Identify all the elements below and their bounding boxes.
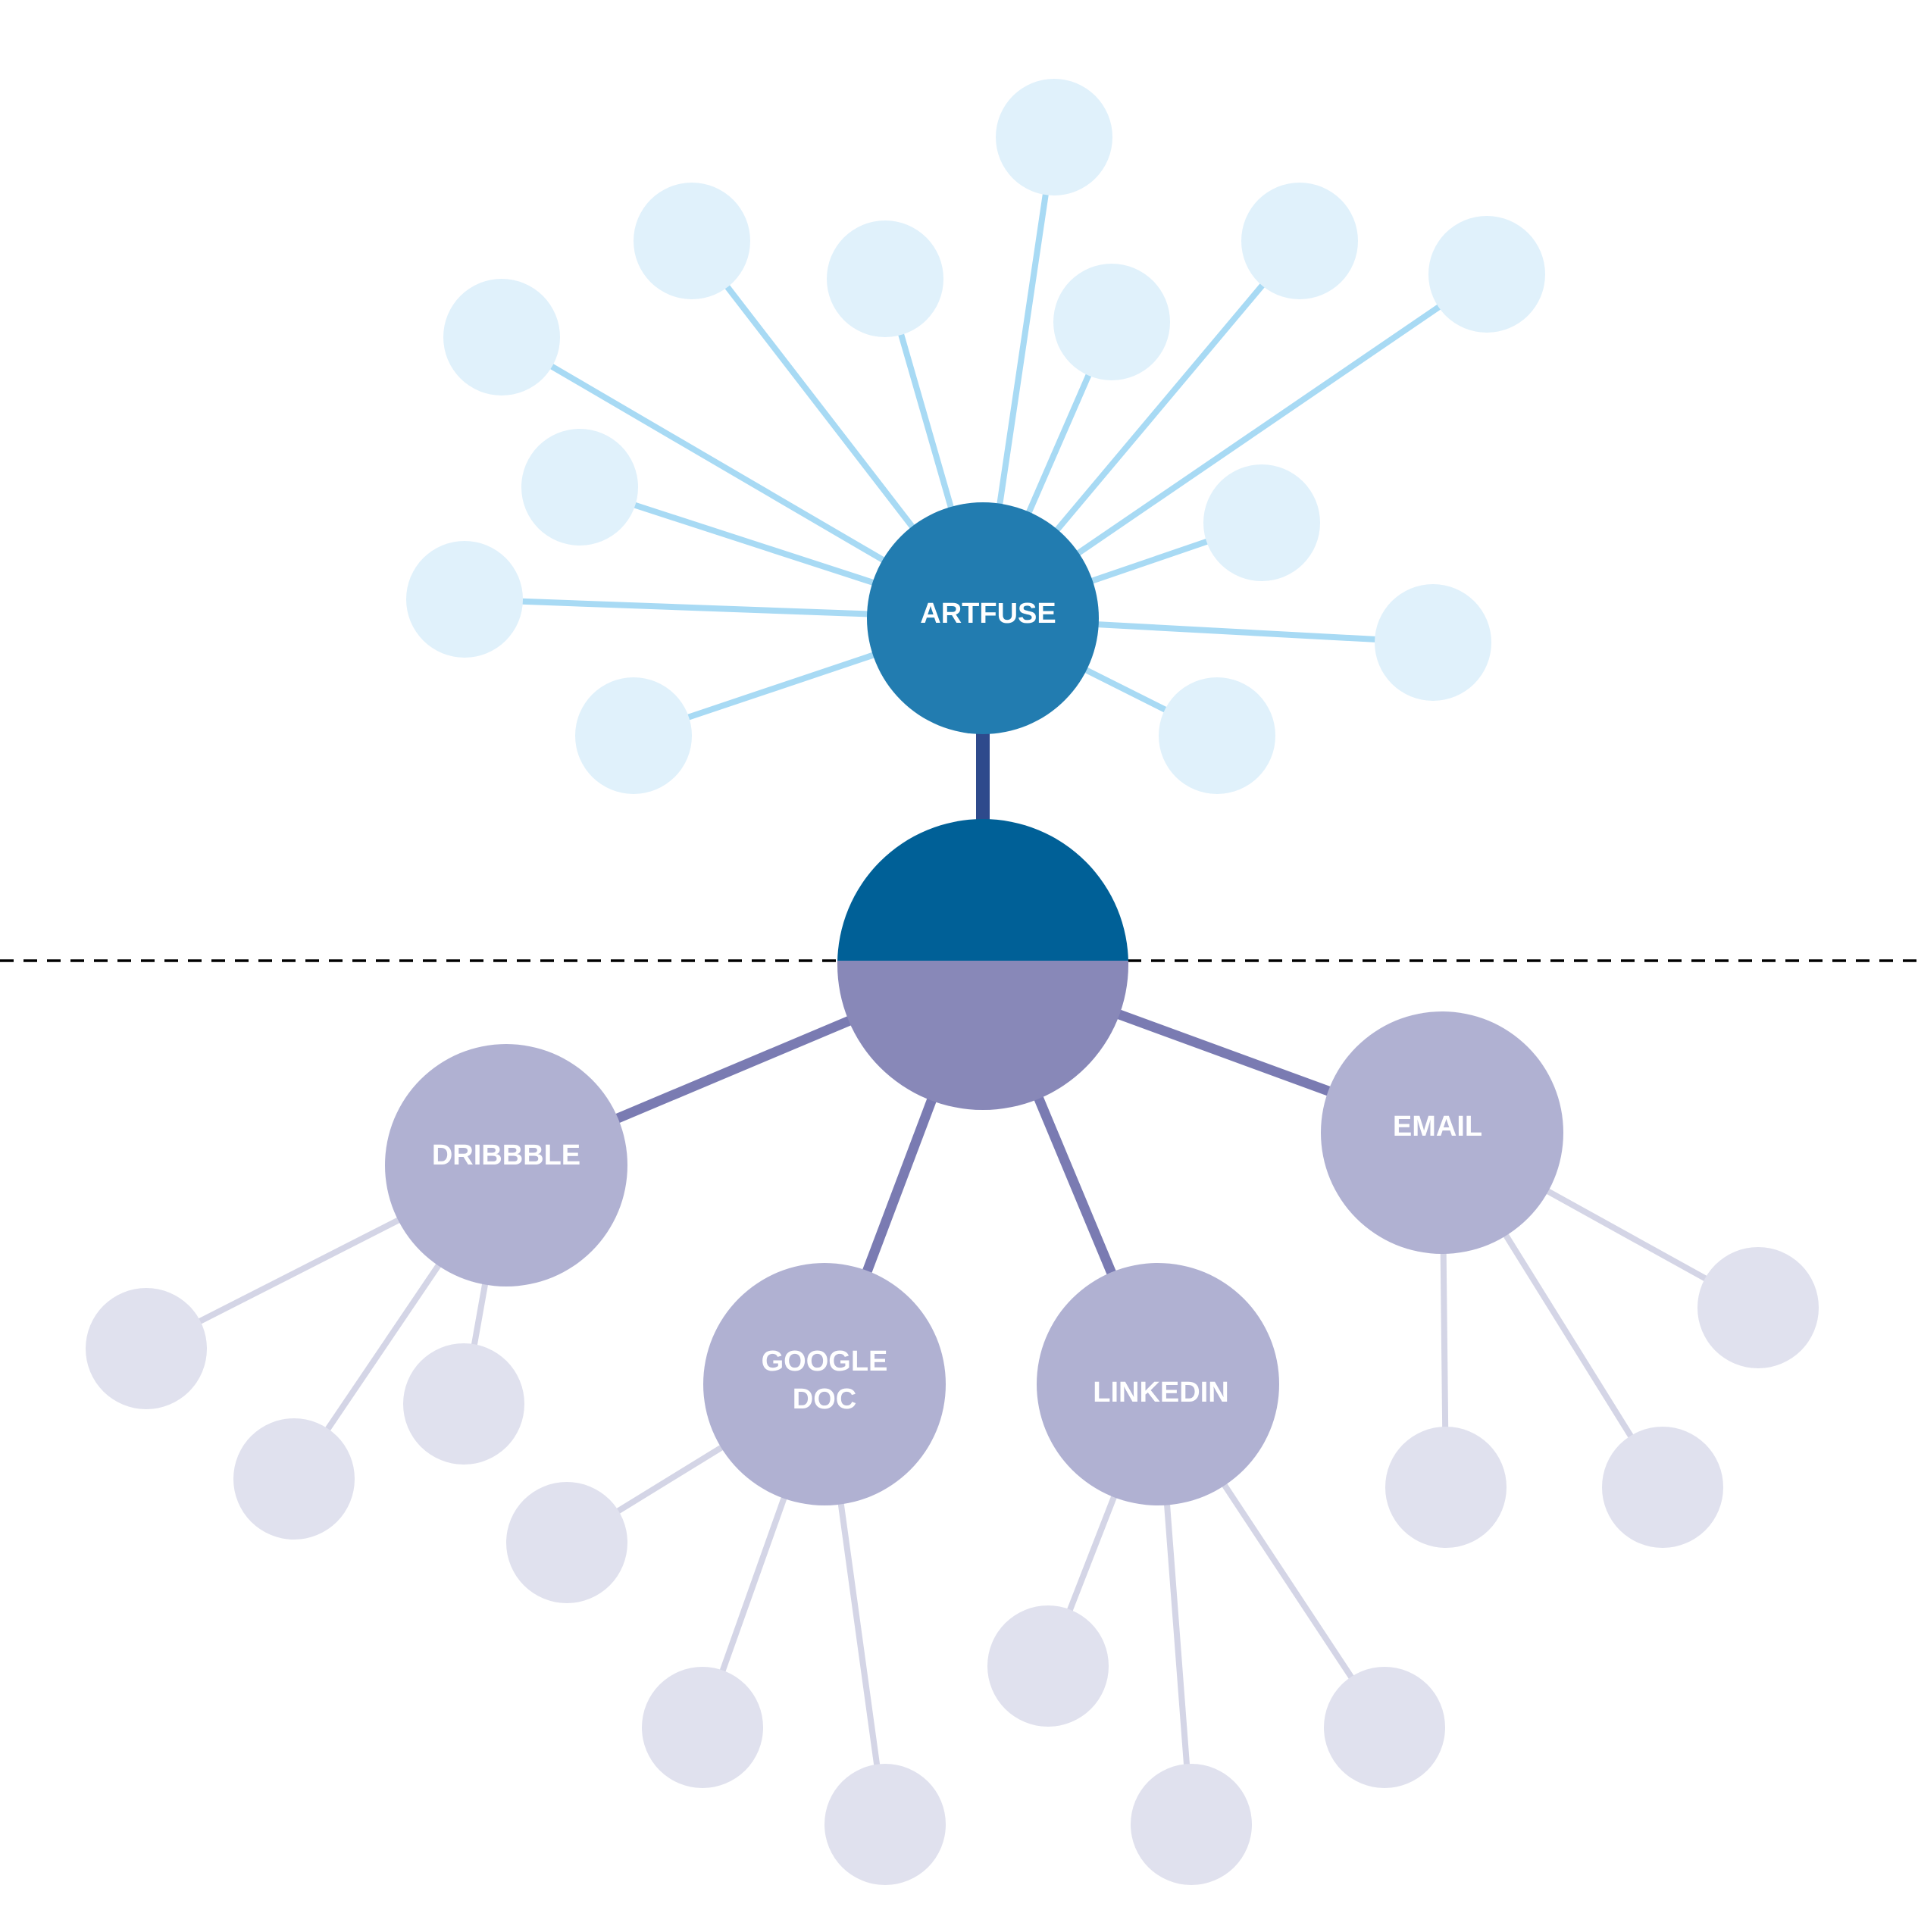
top-leaf-node — [827, 220, 943, 337]
top-leaf-node — [1241, 183, 1358, 299]
channel-node-dribbble: DRIBBBLE — [385, 1044, 627, 1286]
bottom-leaf-node — [987, 1605, 1109, 1727]
top-leaf-node — [634, 183, 750, 299]
bottom-leaf-node — [1385, 1427, 1507, 1548]
email-label: EMAIL — [1393, 1111, 1482, 1143]
bottom-leaf-node — [506, 1482, 627, 1603]
top-leaf-node — [575, 677, 692, 794]
bottom-leaf-node — [403, 1343, 524, 1465]
top-leaf-node — [1375, 584, 1491, 701]
top-leaf-node — [996, 79, 1112, 195]
center-node-bottom-half — [837, 961, 1128, 1110]
bottom-leaf-node — [1131, 1764, 1252, 1885]
top-leaf-node — [1159, 677, 1275, 794]
artfuse-label: ARTFUSE — [920, 598, 1056, 630]
top-leaf-node — [1428, 216, 1545, 333]
google-doc-label-line-1: GOOGLE — [762, 1346, 888, 1377]
bottom-leaf-node — [233, 1418, 355, 1540]
google-doc-label-line-2: DOC — [793, 1383, 856, 1415]
top-leaf-node — [521, 429, 638, 546]
channel-nodes: DRIBBBLE GOOGLE DOC LINKEDIN EMAIL — [385, 1011, 1563, 1505]
bottom-leaf-node — [642, 1667, 763, 1788]
top-leaf-node — [443, 279, 560, 395]
channel-node-linkedin: LINKEDIN — [1037, 1263, 1279, 1505]
linkedin-label: LINKEDIN — [1093, 1377, 1228, 1408]
channel-node-google-doc: GOOGLE DOC — [703, 1263, 946, 1505]
linkedin-circle — [1037, 1263, 1279, 1505]
bottom-leaf-node — [1324, 1667, 1445, 1788]
dribbble-label: DRIBBBLE — [432, 1140, 580, 1171]
bottom-leaf-node — [824, 1764, 946, 1885]
nodes-layer — [86, 79, 1819, 1885]
bottom-leaf-node — [1602, 1427, 1723, 1548]
email-circle — [1321, 1011, 1563, 1254]
channel-node-email: EMAIL — [1321, 1011, 1563, 1254]
bottom-leaf-node — [86, 1288, 207, 1409]
top-leaf-node — [1203, 464, 1320, 581]
dribbble-circle — [385, 1044, 627, 1286]
artfuse-hub-node: ARTFUSE — [867, 502, 1099, 734]
center-node — [837, 819, 1128, 1110]
center-node-top-half — [837, 819, 1128, 961]
artfuse-hub-circle — [867, 502, 1099, 734]
google-doc-circle — [703, 1263, 946, 1505]
bottom-leaf-node — [1697, 1247, 1819, 1368]
top-leaf-node — [1053, 264, 1170, 380]
top-leaf-node — [406, 541, 523, 658]
